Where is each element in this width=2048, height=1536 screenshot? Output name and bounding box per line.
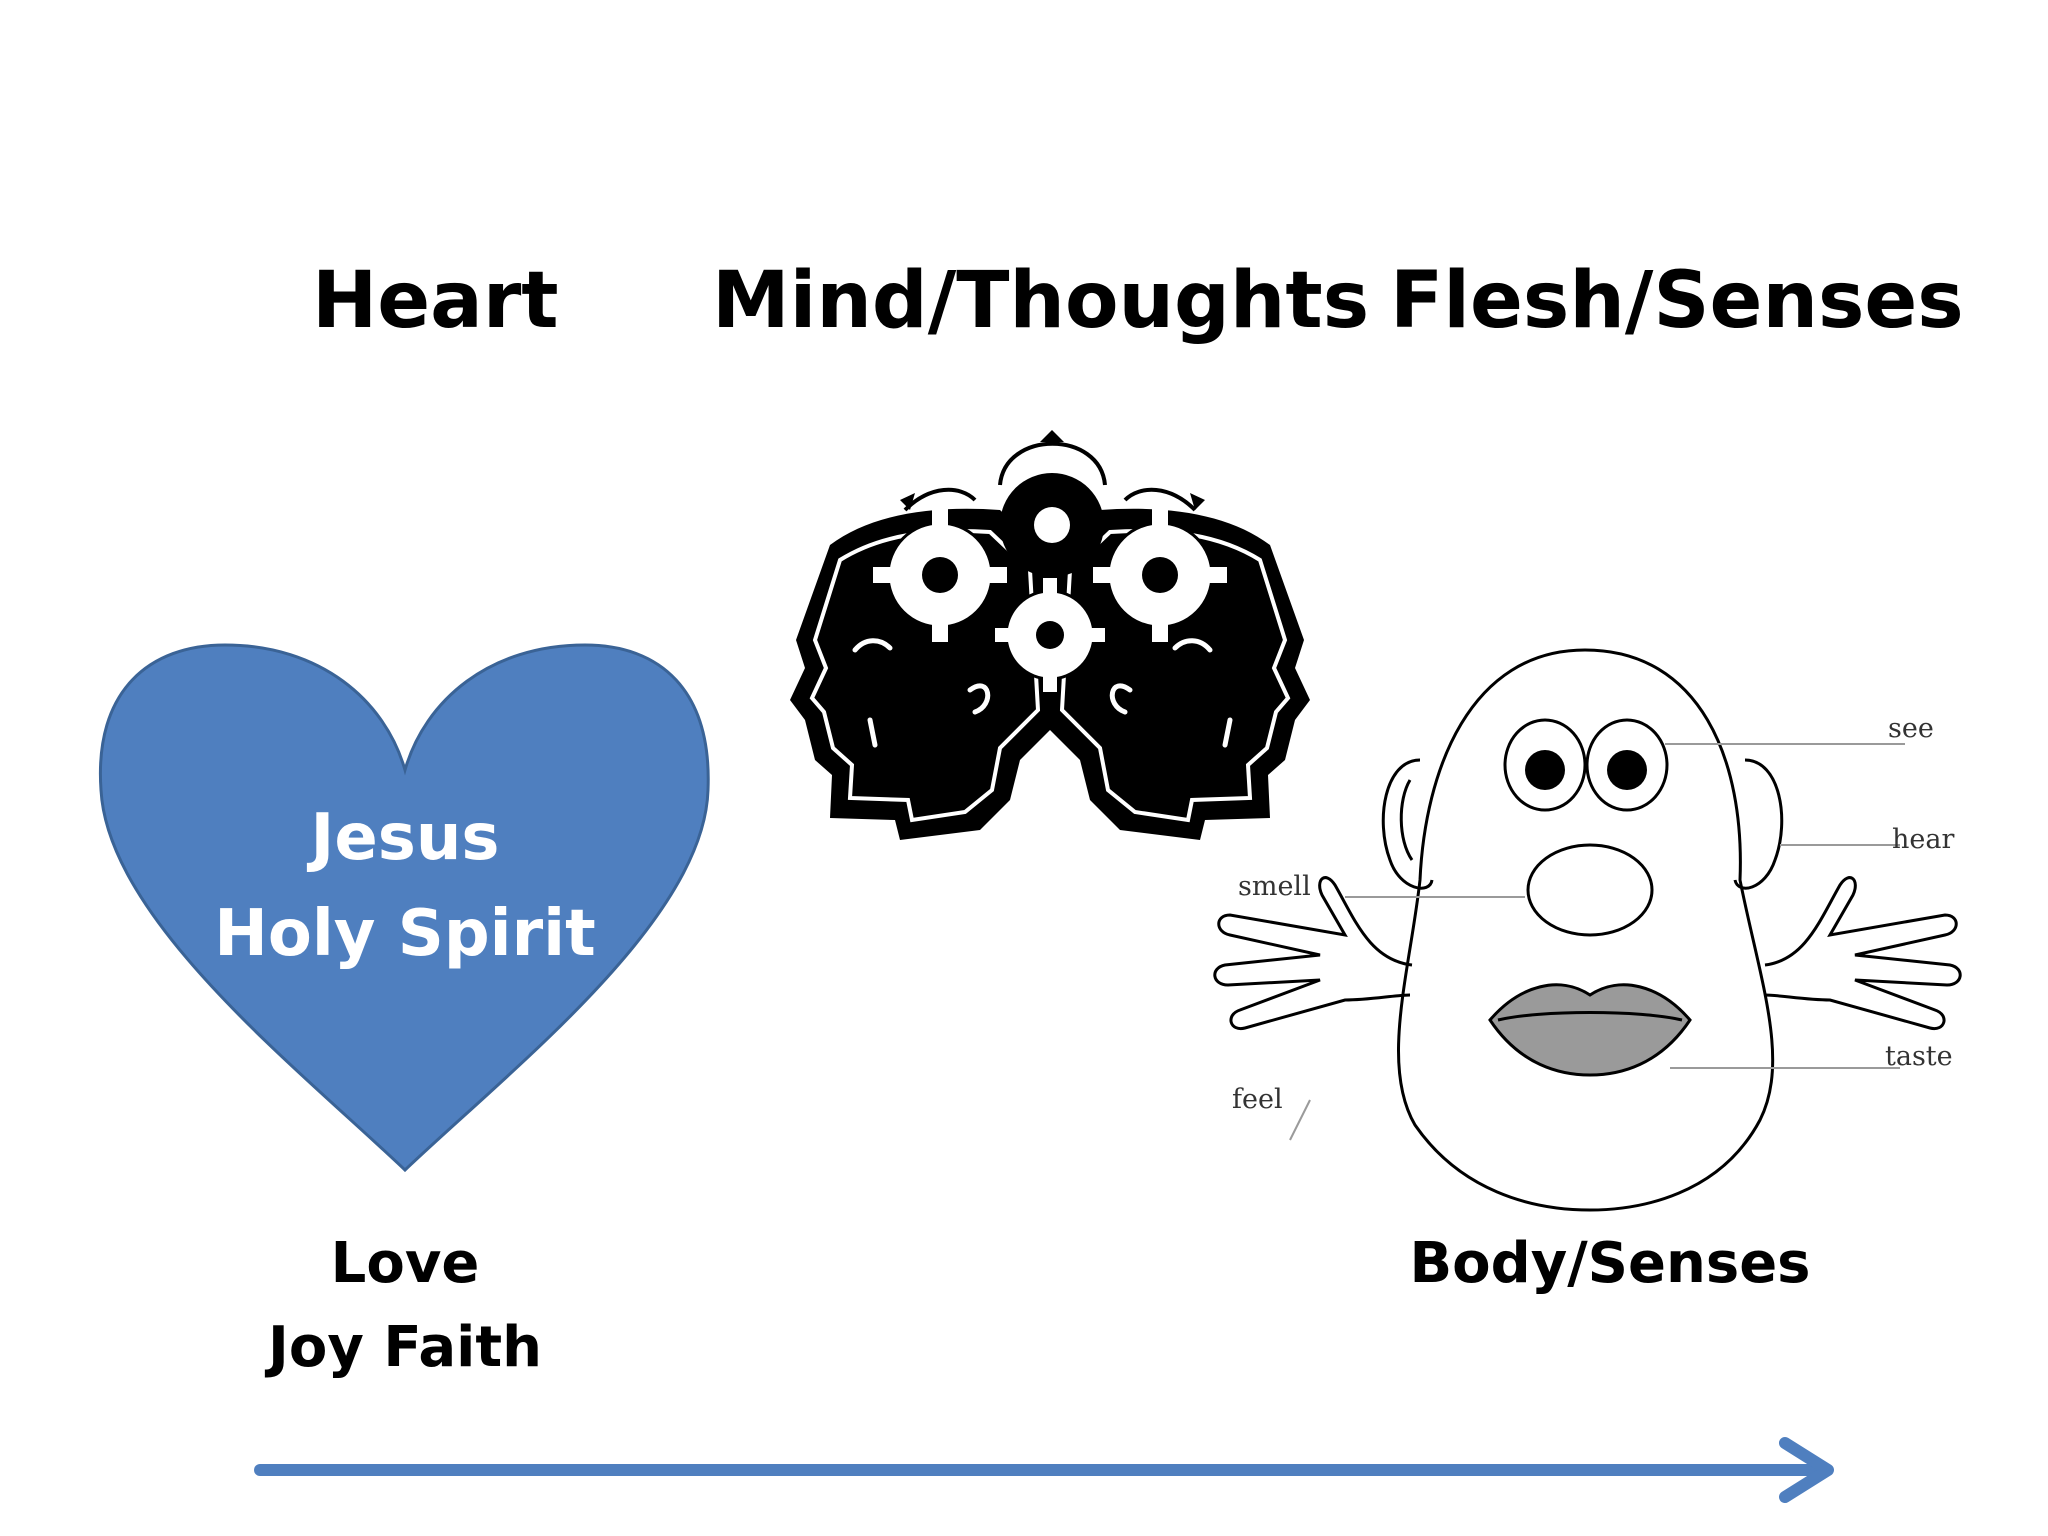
sense-label-smell: smell <box>1238 871 1311 902</box>
sense-label-feel: feel <box>1232 1084 1283 1115</box>
heading-mind-thoughts: Mind/Thoughts <box>712 256 1370 346</box>
sense-label-see: see <box>1888 713 1934 744</box>
sense-label-taste: taste <box>1885 1041 1953 1072</box>
caption-joy-faith: Joy Faith <box>268 1315 542 1380</box>
heart-inner-text: Jesus Holy Spirit <box>200 790 610 982</box>
caption-body-senses: Body/Senses <box>1409 1231 1811 1296</box>
heading-heart: Heart <box>312 256 559 346</box>
body-senses-caption: Body/Senses <box>1400 1222 1820 1306</box>
heart-line-jesus: Jesus <box>310 801 500 875</box>
heart-caption: Love Joy Faith <box>200 1222 610 1390</box>
caption-love: Love <box>330 1231 480 1296</box>
heading-flesh-senses: Flesh/Senses <box>1390 256 1964 346</box>
sense-label-hear: hear <box>1892 824 1954 855</box>
heart-line-holy-spirit: Holy Spirit <box>214 897 596 971</box>
